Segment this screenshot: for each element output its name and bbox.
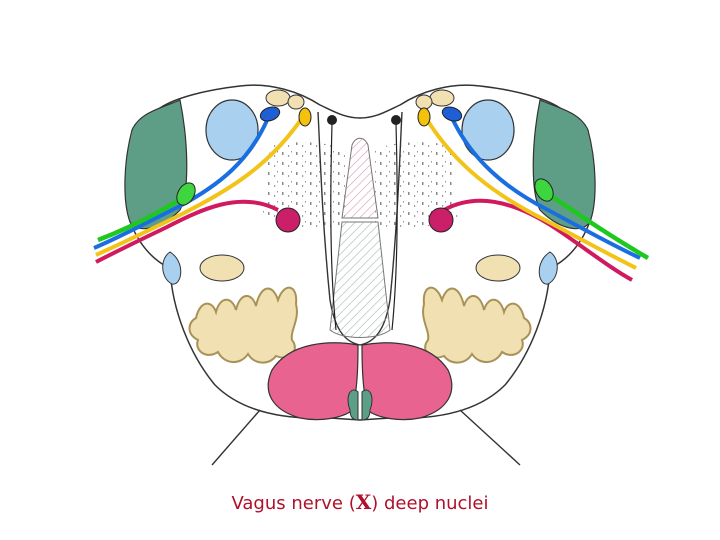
node-blue-right [441,106,463,122]
midline-green-notch-right [361,389,373,421]
reticular-field-right [375,142,458,228]
olivary-nucleus-left [188,286,298,364]
black-nucleus-right [391,115,401,125]
node-yellow-right [417,107,431,127]
node-green-left [176,182,196,206]
fiber-magenta-left [95,199,279,264]
raphe-grey [329,221,391,338]
reticular-field [262,142,345,228]
node-magenta-left [275,207,301,233]
black-fiber-right [391,123,398,331]
node-green-right [534,178,554,202]
cream-oval-left [199,254,245,282]
caption-text-before: Vagus nerve ( [231,493,356,514]
black-fiber-left [330,123,337,331]
medulla-cross-section-diagram [93,84,650,466]
blue-region-right [461,99,515,161]
fiber-blue-left [93,117,270,250]
rootlet-line-right [459,409,521,466]
fiber-magenta-right [443,198,633,282]
node-blue-left [259,106,281,122]
node-magenta-right [428,207,454,233]
cream-nucleus-top-left-1 [265,89,291,107]
node-yellow-left [298,107,312,127]
olivary-nucleus-right [422,286,532,364]
raphe-pink [341,137,379,219]
fiber-yellow-right [424,116,637,270]
blue-side-left [162,251,182,285]
cream-oval-right [475,254,521,282]
slide-caption: Vagus nerve (X) deep nuclei [0,490,720,514]
cream-nucleus-top-left-2 [287,94,305,110]
cream-nucleus-top-right-2 [415,94,433,110]
blue-side-right [538,251,558,285]
green-region-left [124,99,188,230]
fiber-blue-right [450,117,641,260]
fiber-green-right [543,190,650,260]
caption-text-after: ) deep nuclei [371,493,489,514]
black-nucleus-left [327,115,337,125]
blue-region-left [205,99,259,161]
caption-roman-numeral: X [355,490,372,514]
fiber-yellow-left [95,116,304,257]
midline-green-notch-left [347,389,359,421]
rootlet-line-left [211,409,261,466]
cream-nucleus-top-right-1 [429,89,455,107]
